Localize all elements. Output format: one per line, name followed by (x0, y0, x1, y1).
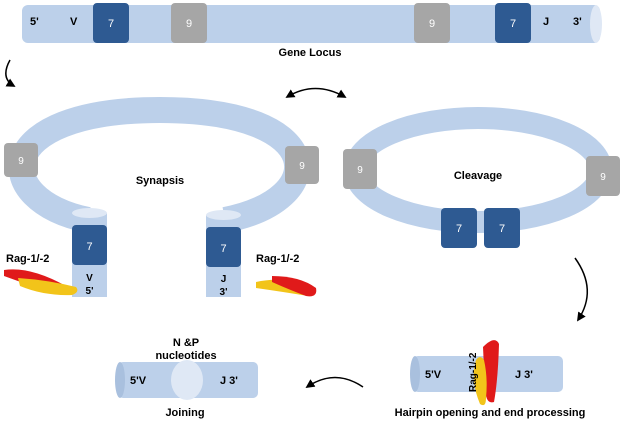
locus-segment-7-left-label: 7 (108, 18, 114, 30)
synapsis-title: Synapsis (136, 175, 184, 187)
cleavage-9-left (343, 149, 377, 189)
synapsis-7-left (72, 225, 107, 265)
locus-segment-9-left-label: 9 (186, 18, 192, 30)
joining-left-label: 5'V (130, 375, 147, 387)
locus-j: J (543, 16, 549, 28)
synapsis-right-j: J (221, 274, 227, 285)
locus-5prime: 5' (30, 16, 39, 28)
locus-tube-end (590, 5, 602, 43)
locus-segment-9-right (414, 3, 450, 43)
joining-right-label: J 3' (220, 375, 238, 387)
synapsis-left-v: V (86, 273, 93, 284)
curved-arrow-icon (5, 59, 16, 87)
hairpin-rag-label: Rag-1/-2 (468, 352, 479, 392)
rag-complex-icon (4, 269, 78, 296)
cleavage-9-right (586, 156, 620, 196)
joining-title: Joining (165, 407, 204, 419)
cleavage-9-right-label: 9 (600, 172, 606, 183)
synapsis-left-5prime: 5' (86, 286, 94, 297)
joining-nucleotides-line2: nucleotides (155, 350, 216, 362)
hairpin-stage: 5'V J 3' Rag-1/-2 Hairpin opening and en… (395, 340, 586, 419)
locus-segment-9-right-label: 9 (429, 18, 435, 30)
cleavage-7-right-label: 7 (499, 223, 505, 235)
synapsis-left-rag-label: Rag-1/-2 (6, 253, 49, 265)
synapsis-left-stalk-top (72, 208, 107, 218)
curved-arrow-icon (305, 376, 364, 389)
locus-3prime: 3' (573, 16, 582, 28)
cleavage-title: Cleavage (454, 170, 502, 182)
locus-v: V (70, 16, 78, 28)
synapsis-7-right-label: 7 (220, 243, 226, 255)
synapsis-9-right (285, 146, 319, 184)
locus-segment-7-right (495, 3, 531, 43)
synapsis-7-right (206, 227, 241, 267)
synapsis-9-right-label: 9 (299, 161, 305, 172)
hairpin-left-label: 5'V (425, 369, 442, 381)
synapsis-stage: 9 9 Synapsis 7 V 5' 7 J 3' Rag-1/-2 Rag-… (4, 96, 319, 298)
hairpin-title: Hairpin opening and end processing (395, 407, 586, 419)
curved-arrow-icon (285, 87, 347, 98)
cleavage-9-left-label: 9 (357, 165, 363, 176)
curved-arrow-icon (574, 257, 589, 322)
joining-tube-end-left (115, 362, 125, 398)
synapsis-right-rag-label: Rag-1/-2 (256, 253, 299, 265)
rag-complex-icon (256, 276, 317, 297)
locus-segment-7-left (93, 3, 129, 43)
cleavage-7-left-label: 7 (456, 223, 462, 235)
hairpin-tube-end-left (410, 356, 420, 392)
locus-title: Gene Locus (279, 47, 342, 59)
synapsis-9-left (4, 143, 38, 177)
gene-locus: 5' V 7 9 9 7 J 3' Gene Locus (22, 3, 602, 59)
locus-segment-7-right-label: 7 (510, 18, 516, 30)
joining-nucleotide-insert (171, 360, 203, 400)
cleavage-7-left (441, 208, 477, 248)
locus-segment-9-left (171, 3, 207, 43)
synapsis-loop (8, 96, 310, 233)
hairpin-right-label: J 3' (515, 369, 533, 381)
synapsis-right-3prime: 3' (220, 287, 228, 298)
cleavage-stage: 9 9 Cleavage 7 7 (343, 107, 620, 248)
cleavage-7-right (484, 208, 520, 248)
synapsis-7-left-label: 7 (86, 241, 92, 253)
synapsis-right-stalk-top (206, 210, 241, 220)
locus-tube (22, 5, 600, 43)
rag-complex-icon (473, 340, 499, 406)
joining-nucleotides-line1: N &P (173, 337, 199, 349)
joining-stage: N &P nucleotides 5'V J 3' Joining (115, 337, 258, 419)
synapsis-9-left-label: 9 (18, 156, 24, 167)
